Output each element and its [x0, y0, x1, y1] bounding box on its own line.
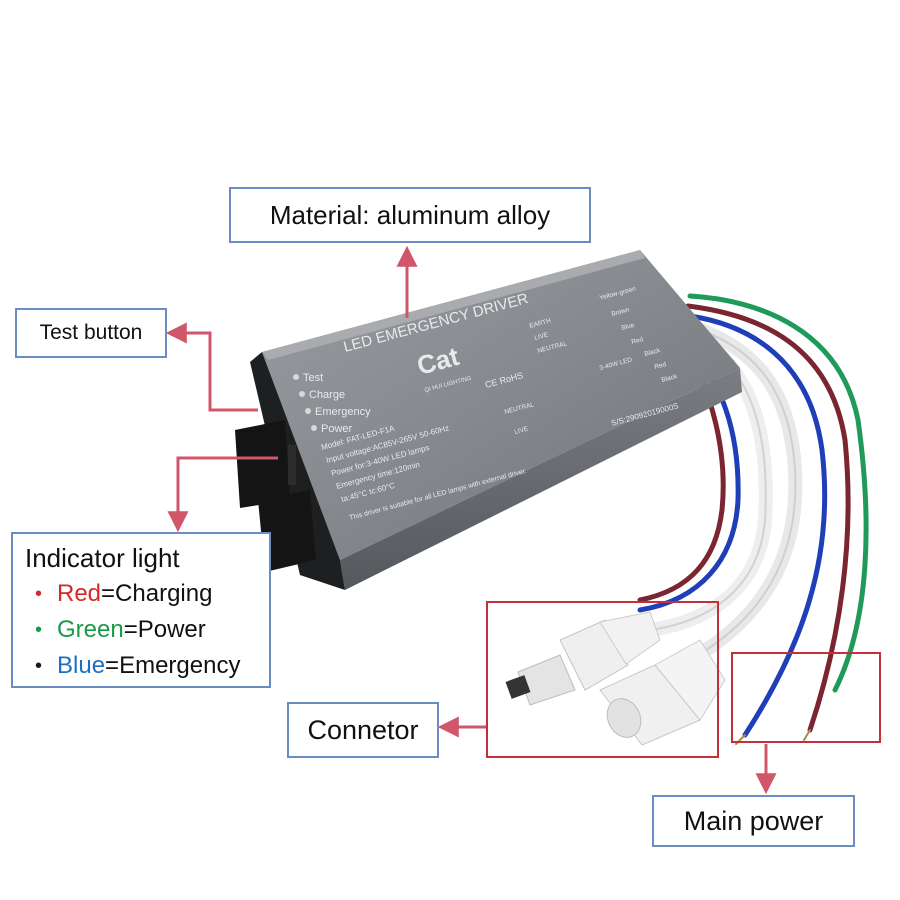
emergency-driver-casing — [250, 250, 742, 590]
arrow-indicator — [167, 456, 278, 533]
arrow-test-button — [165, 322, 258, 412]
main-power-label: Main power — [683, 805, 824, 836]
callout-arrows — [165, 245, 777, 795]
wiring-right-1: Red — [631, 336, 645, 346]
legend-color-blue: Blue — [57, 652, 106, 679]
legend-color-green: Green — [57, 616, 124, 643]
connector-callout: Connetor — [287, 702, 439, 758]
material-label: Material: aluminum alloy — [269, 199, 551, 230]
end-cap — [235, 420, 316, 572]
legend-item-blue: • Blue=Emergency — [35, 648, 269, 684]
dc-connector-male — [505, 611, 661, 706]
wiring-right-4: Black — [661, 373, 679, 384]
indicator-legend: • Red=Charging • Green=Power • Blue=Emer… — [25, 576, 269, 684]
wiring-wire-live: Brown — [611, 306, 631, 318]
legend-meaning-power: =Power — [123, 616, 206, 643]
led-label-emergency: Emergency — [315, 406, 371, 418]
test-button-callout: Test button — [15, 308, 167, 358]
legend-color-red: Red — [57, 580, 102, 607]
led-label-charge: Charge — [309, 389, 345, 401]
main-power-highlight-box — [731, 652, 881, 743]
dc-connector-female — [599, 639, 726, 746]
test-button-label: Test button — [39, 321, 143, 344]
connector-highlight-box — [486, 601, 719, 758]
wiring-right-2: Black — [644, 347, 662, 358]
legend-meaning-charging: =Charging — [101, 580, 213, 607]
legend-item-green: • Green=Power — [35, 612, 269, 648]
legend-item-red: • Red=Charging — [35, 576, 269, 612]
indicator-light-callout: Indicator light • Red=Charging • Green=P… — [11, 532, 271, 688]
indicator-light-title: Indicator light — [25, 543, 180, 573]
wiring-bottom-live: LIVE — [514, 425, 530, 436]
material-callout: Material: aluminum alloy — [229, 187, 591, 243]
led-label-power: Power — [321, 423, 353, 435]
legend-meaning-emergency: =Emergency — [105, 652, 241, 679]
connector-label: Connetor — [307, 714, 419, 745]
led-indicators: Test Charge Emergency Power — [293, 372, 371, 435]
main-power-callout: Main power — [652, 795, 855, 847]
wiring-wire-neutral: Blue — [621, 322, 636, 332]
led-label-test: Test — [303, 372, 323, 384]
wiring-terminal-live: LIVE — [534, 331, 550, 342]
wiring-right-3: Red — [654, 361, 668, 371]
